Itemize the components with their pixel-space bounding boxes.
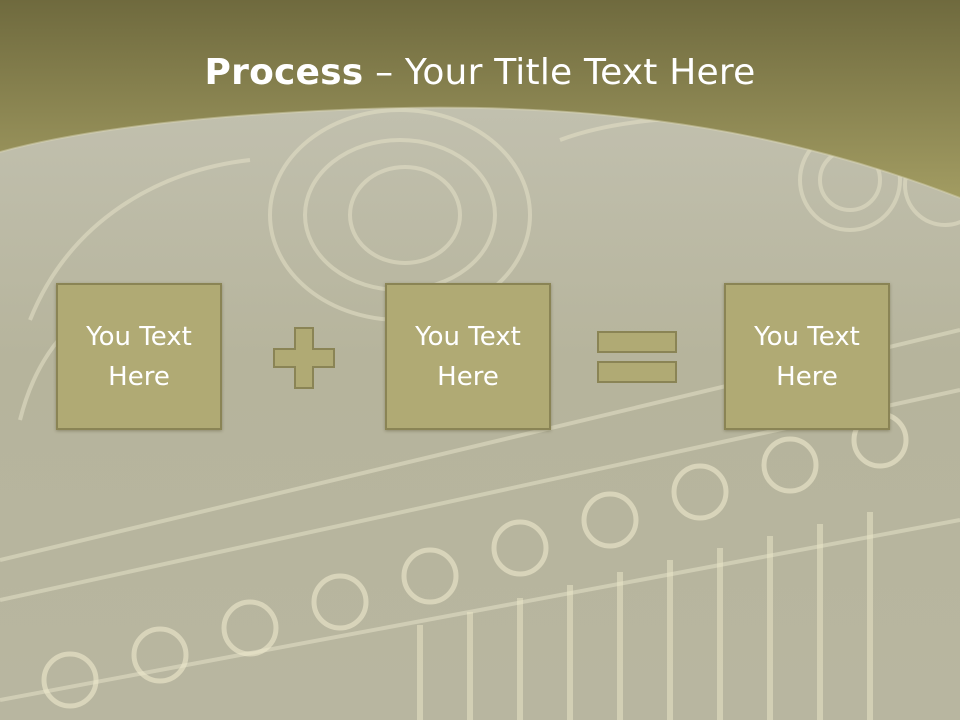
process-step-text-3: You Text Here [754, 321, 860, 392]
slide-title: Process – Your Title Text Here [0, 52, 960, 93]
process-step-text-2: You Text Here [415, 321, 521, 392]
process-step-text-1: You Text Here [86, 321, 192, 392]
process-step-box-3[interactable]: You Text Here [724, 283, 890, 430]
title-dash: – [363, 52, 405, 93]
title-bold-word: Process [204, 52, 364, 93]
plus-icon [273, 327, 335, 389]
equals-icon [597, 331, 677, 383]
process-step-box-1[interactable]: You Text Here [56, 283, 222, 430]
title-text: Your Title Text Here [404, 52, 756, 93]
header-band [0, 0, 960, 199]
process-step-box-2[interactable]: You Text Here [385, 283, 551, 430]
